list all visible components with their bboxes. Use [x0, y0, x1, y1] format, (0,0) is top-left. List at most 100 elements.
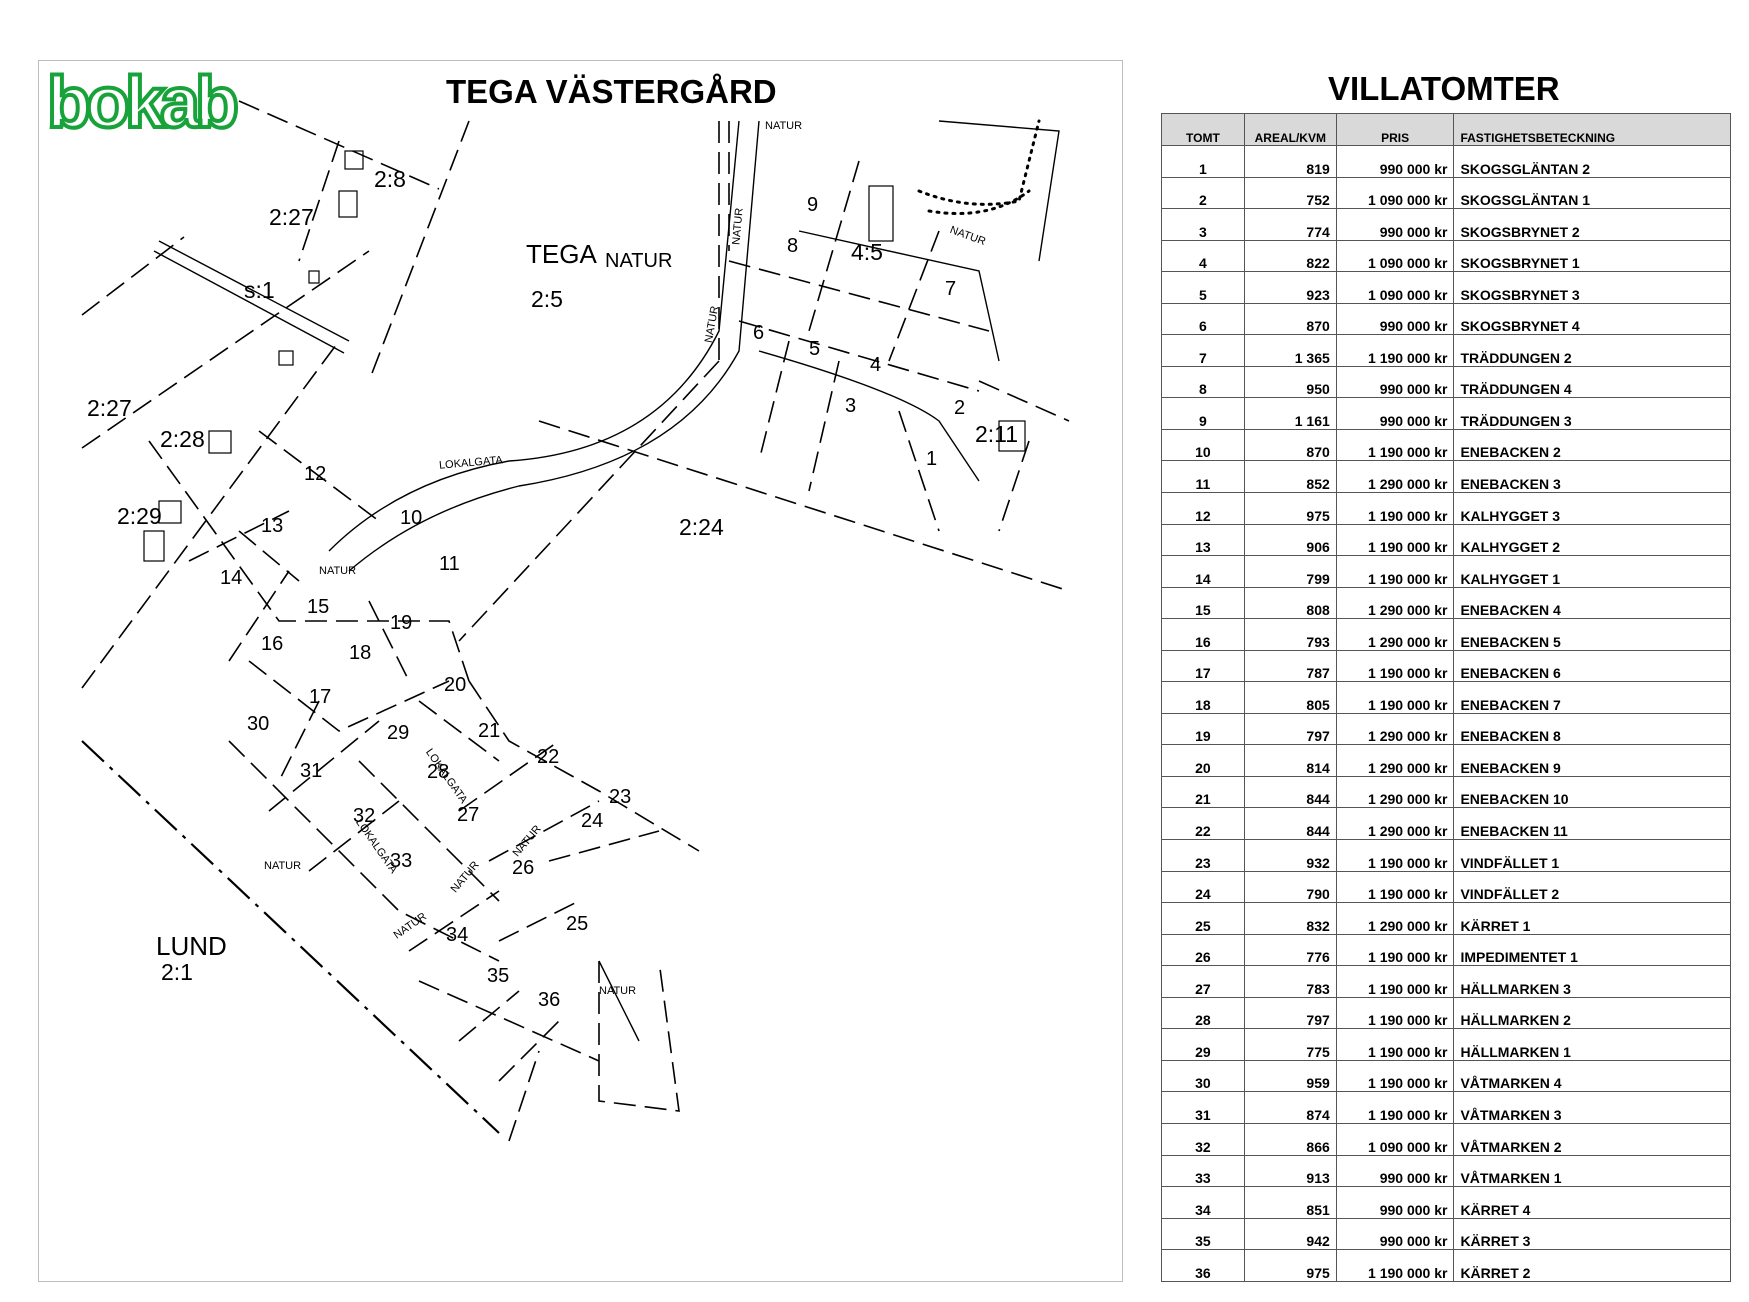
- cell-tomt: 7: [1161, 334, 1245, 367]
- property-label: 2:28: [160, 426, 205, 452]
- property-label: s:1: [244, 277, 275, 303]
- plot-number: 14: [220, 567, 243, 589]
- cell-tomt: 28: [1161, 996, 1245, 1030]
- plot-number: 20: [444, 674, 467, 696]
- cell-areal: 932: [1243, 839, 1337, 872]
- boundary-line: [998, 440, 1030, 532]
- boundary-line: [548, 830, 660, 862]
- cell-pris: 1 190 000 kr: [1335, 1028, 1455, 1061]
- road-edge: [158, 240, 350, 342]
- plot-number: 19: [390, 612, 413, 634]
- cell-tomt: 20: [1161, 744, 1245, 777]
- cell-fastighetsbeteckning: HÄLLMARKEN 1: [1453, 1028, 1731, 1061]
- cell-pris: 1 290 000 kr: [1335, 618, 1455, 651]
- plot-number: 35: [487, 965, 510, 987]
- boundary-line: [81, 340, 340, 689]
- building: [143, 530, 165, 562]
- cell-fastighetsbeteckning: TRÄDDUNGEN 2: [1453, 334, 1731, 367]
- road-edge: [153, 250, 345, 354]
- road-edge: [328, 120, 740, 552]
- cell-areal: 752: [1243, 176, 1337, 210]
- property-label: TEGA: [526, 239, 597, 269]
- boundary-line: [458, 740, 560, 812]
- cell-tomt: 13: [1161, 523, 1245, 557]
- plot-number: 36: [538, 989, 561, 1011]
- cell-areal: 866: [1243, 1122, 1337, 1156]
- boundary-line: [488, 800, 600, 862]
- cell-areal: 844: [1243, 807, 1337, 841]
- building: [208, 430, 232, 454]
- property-label: LUND: [156, 931, 227, 961]
- cell-pris: 1 290 000 kr: [1335, 744, 1455, 777]
- cell-fastighetsbeteckning: SKOGSBRYNET 4: [1453, 302, 1731, 336]
- cell-areal: 870: [1243, 428, 1337, 462]
- cell-pris: 1 190 000 kr: [1335, 681, 1455, 714]
- cell-tomt: 29: [1161, 1028, 1245, 1061]
- plot-number: 7: [945, 278, 957, 300]
- boundary-line: [598, 960, 680, 1112]
- cell-fastighetsbeteckning: ENEBACKEN 9: [1453, 744, 1731, 777]
- cell-fastighetsbeteckning: SKOGSGLÄNTAN 2: [1453, 145, 1731, 178]
- header-tomt: TOMT: [1161, 113, 1245, 146]
- bokab-logo: bokab: [45, 63, 241, 143]
- cell-pris: 1 290 000 kr: [1335, 807, 1455, 841]
- boundary-line: [81, 250, 370, 449]
- site-map: bokab TEGA VÄSTERGÅRD 2:8 2:27 s:1 TEGA …: [38, 60, 1123, 1282]
- cell-areal: 819: [1243, 145, 1337, 178]
- cell-tomt: 23: [1161, 839, 1245, 872]
- cell-areal: 832: [1243, 902, 1337, 935]
- cell-tomt: 24: [1161, 870, 1245, 904]
- cell-areal: 774: [1243, 208, 1337, 241]
- road-edge: [938, 120, 1060, 262]
- boundary-line: [268, 720, 380, 812]
- cell-tomt: 25: [1161, 902, 1245, 935]
- cell-fastighetsbeteckning: KÄRRET 1: [1453, 902, 1731, 935]
- cell-tomt: 2: [1161, 176, 1245, 210]
- header-fastighetsbeteckning: FASTIGHETSBETECKNING: [1453, 113, 1731, 146]
- plot-number: 8: [787, 235, 799, 257]
- cell-areal: 775: [1243, 1028, 1337, 1061]
- cell-fastighetsbeteckning: ENEBACKEN 3: [1453, 460, 1731, 494]
- cell-fastighetsbeteckning: KALHYGGET 1: [1453, 555, 1731, 588]
- cell-tomt: 3: [1161, 208, 1245, 241]
- cell-fastighetsbeteckning: KÄRRET 2: [1453, 1249, 1731, 1282]
- cell-areal: 851: [1243, 1186, 1337, 1219]
- cell-areal: 797: [1243, 996, 1337, 1030]
- cell-areal: 906: [1243, 523, 1337, 557]
- cell-fastighetsbeteckning: KÄRRET 4: [1453, 1186, 1731, 1219]
- cell-fastighetsbeteckning: SKOGSBRYNET 3: [1453, 271, 1731, 304]
- property-label: 2:27: [87, 395, 132, 421]
- cell-pris: 1 190 000 kr: [1335, 523, 1455, 557]
- cell-pris: 1 190 000 kr: [1335, 1091, 1455, 1124]
- boundary-line: [308, 800, 400, 872]
- cell-fastighetsbeteckning: SKOGSGLÄNTAN 1: [1453, 176, 1731, 210]
- cell-pris: 1 190 000 kr: [1335, 334, 1455, 367]
- property-label: 2:24: [679, 514, 724, 540]
- cell-areal: 787: [1243, 649, 1337, 683]
- cell-fastighetsbeteckning: TRÄDDUNGEN 3: [1453, 397, 1731, 430]
- cell-tomt: 11: [1161, 460, 1245, 494]
- cell-tomt: 4: [1161, 239, 1245, 273]
- boundary-line: [298, 140, 340, 262]
- boundary-line: [508, 1050, 540, 1142]
- cell-tomt: 1: [1161, 145, 1245, 178]
- boundary-line: [228, 570, 290, 662]
- boundary-line: [238, 100, 440, 190]
- plot-number: 10: [400, 507, 423, 529]
- boundary-line: [358, 760, 500, 902]
- plot-number: 4: [870, 354, 882, 376]
- cell-tomt: 31: [1161, 1091, 1245, 1124]
- cell-fastighetsbeteckning: ENEBACKEN 4: [1453, 586, 1731, 620]
- cell-tomt: 10: [1161, 428, 1245, 462]
